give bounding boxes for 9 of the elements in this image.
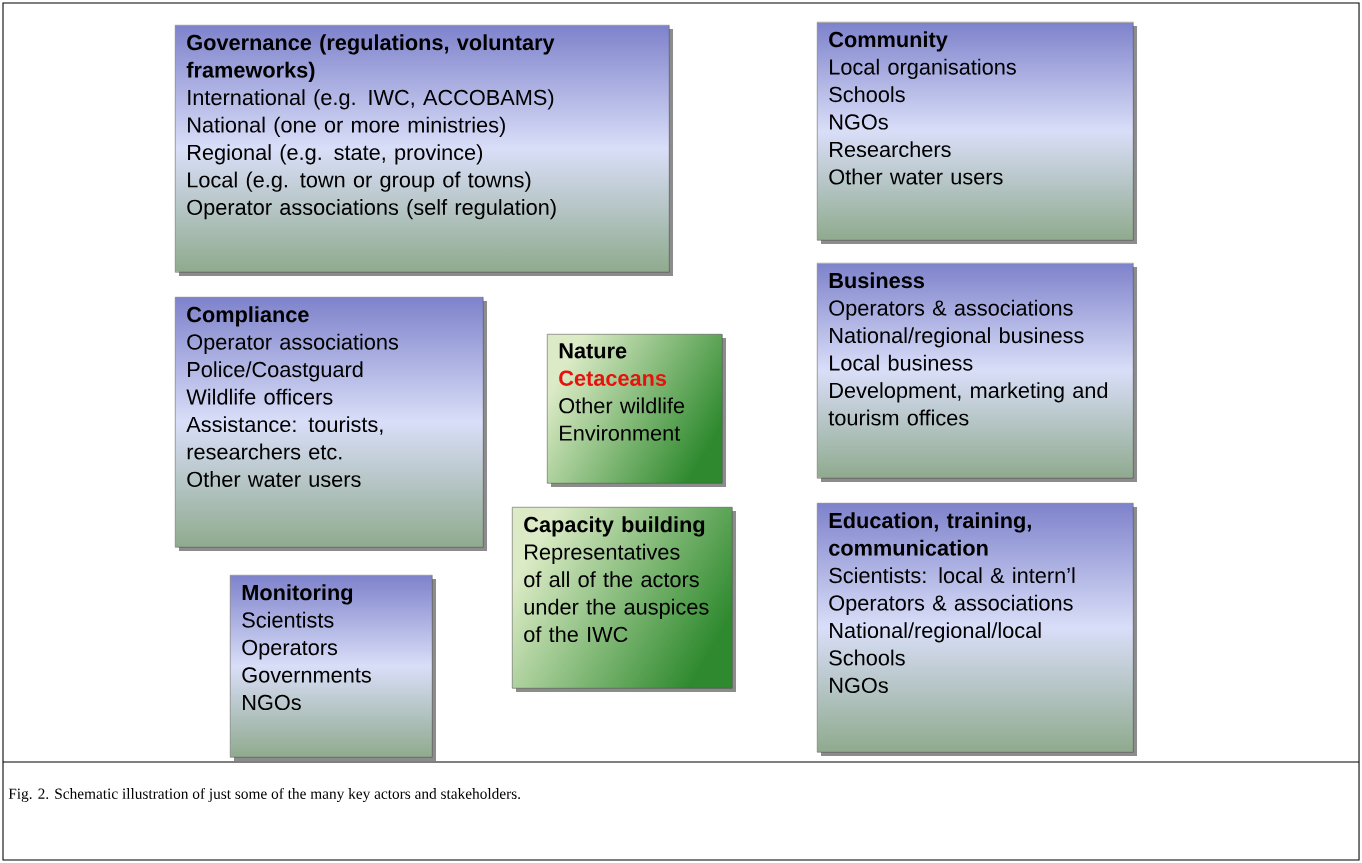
stakeholder-box: Community Local organisations Schools NGOs Researchers Other water users xyxy=(817,22,1137,244)
stakeholder-box: Capacity building Representatives of all of the actors under the auspices of the IWC xyxy=(512,507,736,692)
stakeholder-box: Monitoring Scientists Operators Governments NGOs xyxy=(230,575,436,761)
stakeholder-box: Nature Cetaceans Other wildlife Environment xyxy=(547,334,726,487)
stakeholder-box: Education, training, communication Scientists: local & intern’l Operators & associations National/regional/local Schools NGOs xyxy=(817,503,1137,756)
stakeholder-box: Governance (regulations, voluntary frameworks) International (e.g. IWC, ACCOBAMS) National (one or more ministries) Regional (e.g. state, province) Local (e.g. town or group of towns) Operator associations (self regulation) xyxy=(175,25,673,276)
stakeholder-box: Business Operators & associations National/regional business Local business Development, marketing and tourism offices xyxy=(817,263,1137,482)
caption: Fig. 2. Schematic illustration of just some of the many key actors and stakeholders. xyxy=(8,787,520,803)
stakeholder-box: Compliance Operator associations Police/Coastguard Wildlife officers Assistance: tourists, researchers etc. Other water users xyxy=(175,297,487,551)
